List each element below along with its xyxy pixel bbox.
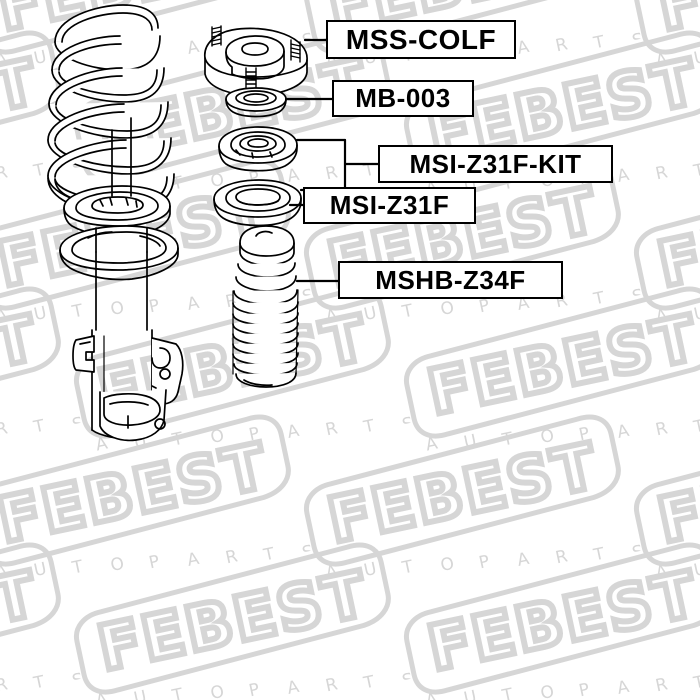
part-label-mb-003[interactable]: MB-003 [332, 80, 474, 117]
part-strut-lower-seat [59, 225, 179, 281]
part-label-msi-z31f-kit[interactable]: MSI-Z31F-KIT [378, 145, 613, 183]
part-spring-insulator [213, 179, 302, 227]
part-coil-spring [47, 4, 175, 211]
part-knuckle-bracket [72, 335, 184, 442]
part-label-mss-colf[interactable]: MSS-COLF [326, 20, 516, 59]
part-upper-spring-seat [218, 126, 298, 172]
part-strut-bearing [225, 87, 287, 118]
part-bump-stop-boot [232, 225, 299, 388]
part-strut-support-mount [204, 25, 308, 97]
part-label-msi-z31f[interactable]: MSI-Z31F [303, 187, 476, 224]
part-label-mshb-z34f[interactable]: MSHB-Z34F [338, 261, 563, 299]
